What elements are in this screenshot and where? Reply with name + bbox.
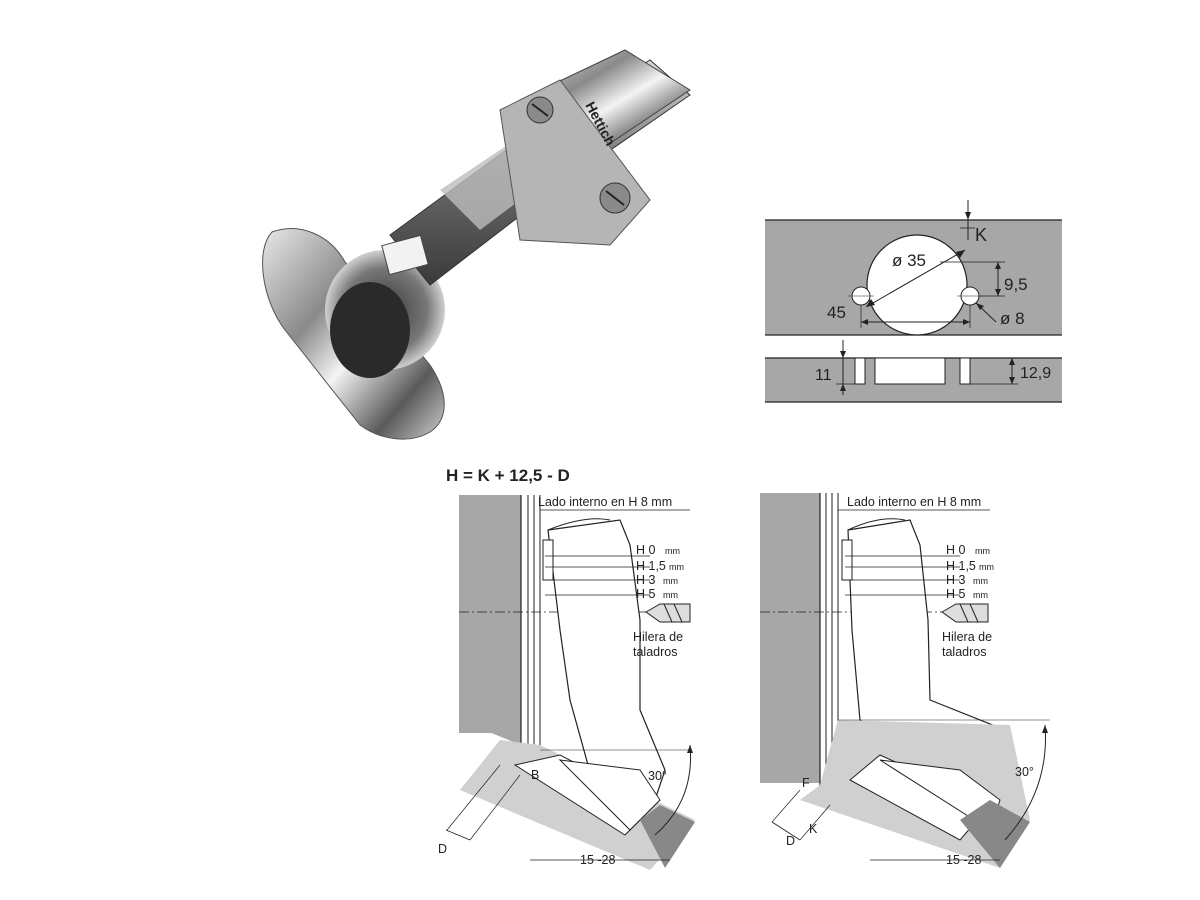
diagram-1-level-0: H 0	[636, 543, 656, 557]
diagram-1-level-3: H 5	[636, 587, 656, 601]
diagram-2-level-1: H 1,5	[946, 559, 976, 573]
section-right-label: 12,9	[1020, 365, 1051, 382]
diagram-2-unit-0: mm	[975, 546, 990, 556]
distance-label: 45	[827, 303, 846, 322]
diagram-1-level-1: H 1,5	[636, 559, 666, 573]
diagram-2-unit-2: mm	[973, 576, 988, 586]
diagram-2-unit-1: mm	[979, 562, 994, 572]
diagram-1-header: Lado interno en H 8 mm	[538, 495, 672, 509]
diagram-1-label-d: D	[438, 842, 447, 856]
diagram-1-angle: 30°	[648, 769, 667, 783]
formula-heading: H = K + 12,5 - D	[446, 466, 570, 485]
diagram-2-level-3: H 5	[946, 587, 966, 601]
diagram-1-unit-1: mm	[669, 562, 684, 572]
diagram-1-level-2: H 3	[636, 573, 656, 587]
diagram-1-drill-row-line1: Hilera de	[633, 630, 683, 644]
diagram-2-unit-3: mm	[973, 590, 988, 600]
cup-recess-section	[874, 357, 946, 385]
diagram-2-angle: 30°	[1015, 765, 1034, 779]
diagram-1-drill-row-line2: taladros	[633, 645, 677, 659]
diagram-2-label-f: F	[802, 776, 810, 790]
diagram-1-unit-2: mm	[663, 576, 678, 586]
cup-hole	[866, 234, 968, 336]
k-label: K	[975, 225, 987, 245]
drill-bit-icon	[645, 603, 691, 623]
diagram-1-range: 15 -28	[580, 853, 615, 867]
drill-bit-icon	[941, 603, 989, 623]
diagram-2-drill-row-line2: taladros	[942, 645, 986, 659]
diagram-2-level-2: H 3	[946, 573, 966, 587]
diagram-2-level-0: H 0	[946, 543, 966, 557]
diagram-1-label-b: B	[531, 768, 539, 782]
diagram-2-label-d: D	[786, 834, 795, 848]
diagram-2-label-k: K	[809, 822, 818, 836]
diagram-2-drill-row-line1: Hilera de	[942, 630, 992, 644]
diagram-1-unit-0: mm	[665, 546, 680, 556]
offset-label: 9,5	[1004, 275, 1028, 294]
diagram-2-header: Lado interno en H 8 mm	[847, 495, 981, 509]
diagram-2-range: 15 -28	[946, 853, 981, 867]
screw-diameter-label: ø 8	[1000, 309, 1025, 328]
section-left-label: 11	[815, 367, 832, 384]
diagram-1-unit-3: mm	[663, 590, 678, 600]
cup-diameter-label: ø 35	[892, 251, 926, 270]
